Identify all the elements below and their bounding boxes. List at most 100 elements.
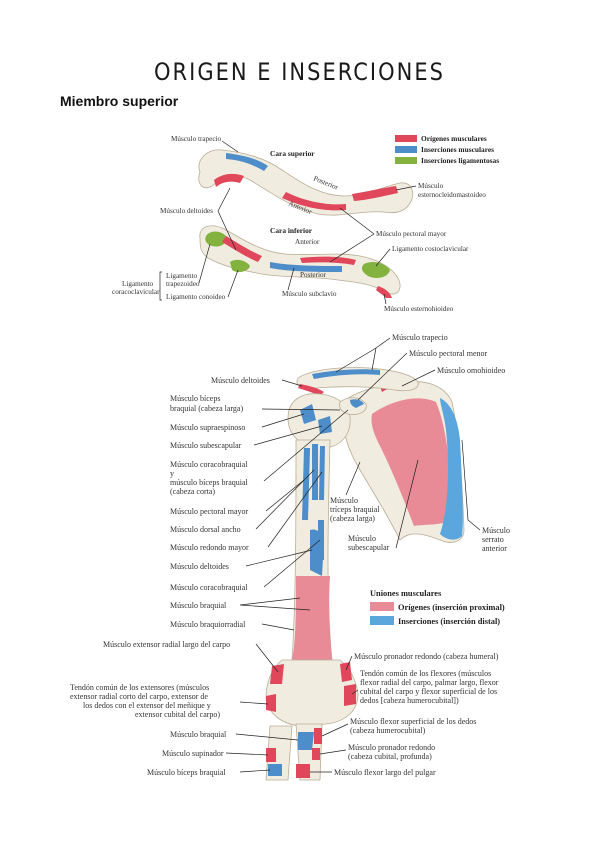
extensores-common-origin xyxy=(266,694,276,712)
clavicle-superior-view xyxy=(198,149,414,216)
label-deltoides-arm: Músculo deltoides xyxy=(170,562,229,571)
label-subescapular-right-2: subescapular xyxy=(348,543,390,552)
label-deltoides-clavicle: Músculo deltoides xyxy=(160,207,213,215)
arm-left-labels: Músculo deltoides Músculo bíceps braquia… xyxy=(70,376,349,777)
page-title: ORIGEN E INSERCIONES xyxy=(154,58,445,86)
anterior-bottom-label: Anterior xyxy=(295,238,320,246)
label-triceps-1: Músculo xyxy=(330,496,358,505)
label-subclavio: Músculo subclavio xyxy=(282,290,337,298)
cara-superior-label: Cara superior xyxy=(270,149,315,158)
arm-legend-title: Uniones musculares xyxy=(370,589,442,598)
label-braquial-bottom: Músculo braquial xyxy=(170,730,227,739)
trapecio-shoulder-insertion xyxy=(312,369,380,379)
dorsal-ancho-insertion xyxy=(312,444,318,500)
label-subescapular-right-1: Músculo xyxy=(348,534,376,543)
posterior-bottom-label: Posterior xyxy=(300,271,327,279)
pectoral-inferior-origin xyxy=(300,256,356,265)
label-biceps-braquial: Músculo bíceps braquial xyxy=(147,768,226,777)
label-coracobraquial-2: y xyxy=(170,469,174,478)
section-heading: Miembro superior xyxy=(60,93,179,109)
legend-swatch-ligaments xyxy=(395,157,417,164)
label-biceps-larga-2: braquial (cabeza larga) xyxy=(170,404,243,413)
label-redondo-mayor: Músculo redondo mayor xyxy=(170,543,249,552)
label-trapecio-clavicle: Músculo trapecio xyxy=(171,135,222,143)
arm-legend-origins: Orígenes (inserción proximal) xyxy=(398,603,505,612)
biceps-insertion xyxy=(268,764,282,776)
label-extensores-1: Tendón común de los extensores (músculos xyxy=(70,683,209,692)
label-coracobraquial-4: (cabeza corta) xyxy=(170,487,215,496)
arm-legend: Uniones musculares Orígenes (inserción p… xyxy=(370,589,505,626)
label-extensores-3: los dedos con el extensor del meñique y xyxy=(83,701,211,710)
extensor-radial-origin xyxy=(270,664,284,684)
serrato-insertion xyxy=(440,398,463,540)
supinador-origin xyxy=(266,748,276,762)
trapezoideo-ligament xyxy=(205,231,227,247)
label-subescapular-left: Músculo subescapular xyxy=(170,441,242,450)
legend-swatch-insertions xyxy=(395,146,417,153)
label-esternocleido-2: esternocleidomastoideo xyxy=(418,191,486,199)
supraespinoso-insertion xyxy=(300,404,316,424)
label-coracobraquial-1: Músculo coracobraquial xyxy=(170,460,248,469)
subclavio-insertion xyxy=(270,262,342,272)
deltoides-origin-clavicle xyxy=(214,173,244,187)
label-supraespinoso: Músculo supraespinoso xyxy=(170,423,245,432)
legend-swatch-origins xyxy=(395,135,417,142)
label-trapecio-arm: Músculo trapecio xyxy=(392,333,448,342)
label-extensores-4: extensor cubital del carpo) xyxy=(135,710,220,719)
label-flexor-pulgar: Músculo flexor largo del pulgar xyxy=(334,768,436,777)
label-extensor-radial: Músculo extensor radial largo del carpo xyxy=(103,640,230,649)
costoclavicular-ligament xyxy=(361,262,390,278)
coracobraquial-insertion xyxy=(318,520,324,560)
clavicle-legend: Orígenes musculares Inserciones muscular… xyxy=(395,134,499,165)
redondo-mayor-insertion xyxy=(319,446,325,500)
label-braquial-arm: Músculo braquial xyxy=(170,601,227,610)
flexores-common-origin xyxy=(344,684,356,706)
braquial-origin xyxy=(292,576,332,660)
subescapular-insertion xyxy=(318,416,332,434)
label-flexores-2: flexor radial del carpo, palmar largo, f… xyxy=(360,678,499,687)
pronador-humeral-origin xyxy=(340,662,352,682)
label-coracobraquial-3: músculo bíceps braquial xyxy=(170,478,249,487)
label-conoideo: Ligamento conoideo xyxy=(166,293,226,301)
arm-legend-swatch-origins xyxy=(370,602,394,611)
label-serrato-3: anterior xyxy=(482,544,507,553)
label-triceps-3: (cabeza larga) xyxy=(330,514,375,523)
label-serrato-2: serrato xyxy=(482,535,504,544)
label-flexor-sup-2: (cabeza humerocubital) xyxy=(350,726,426,735)
label-coracoclavicular-2: coracoclavicular xyxy=(112,288,160,296)
subescapular-origin xyxy=(371,398,451,526)
pectoral-menor-insertion xyxy=(350,399,364,408)
esternohioideo-origin xyxy=(376,286,392,298)
label-omohioideo: Músculo omohioideo xyxy=(437,366,505,375)
label-flexores-1: Tendón común de los flexores (músculos xyxy=(360,669,491,678)
label-flexores-3: cubital del carpo y flexor superficial d… xyxy=(360,687,497,696)
label-pectoral-mayor-arm: Músculo pectoral mayor xyxy=(170,507,249,516)
posterior-top-label: Posterior xyxy=(312,174,340,191)
legend-origins-label: Orígenes musculares xyxy=(421,134,487,143)
flexor-pulgar-origin xyxy=(296,764,310,778)
pectoral-mayor-insertion xyxy=(302,448,310,520)
deltoides-inferior-origin xyxy=(222,236,262,262)
label-serrato-1: Músculo xyxy=(482,526,510,535)
label-dorsal-ancho: Músculo dorsal ancho xyxy=(170,525,241,534)
label-flexor-sup-1: Músculo flexor superficial de los dedos xyxy=(350,717,476,726)
deltoides-shoulder-origin xyxy=(298,384,324,396)
flexor-superficial-origin xyxy=(314,728,322,744)
arm-legend-insertions: Inserciones (inserción distal) xyxy=(398,617,500,626)
label-extensores-2: extensor radial corto del carpo, extenso… xyxy=(70,692,208,701)
legend-insertions-label: Inserciones musculares xyxy=(421,145,494,154)
label-pronador-cubital-2: (cabeza cubital, profunda) xyxy=(348,752,432,761)
trapecio-insertion-clavicle xyxy=(226,153,268,171)
label-esternohioideo: Músculo esternohioideo xyxy=(384,305,454,313)
esternocleido-origin-clavicle xyxy=(352,186,398,201)
arm-right-labels: Músculo trapecio Músculo pectoral menor … xyxy=(310,333,510,777)
label-braquiorradial: Músculo braquiorradial xyxy=(170,620,246,629)
label-costoclavicular: Ligamento costoclavicular xyxy=(392,245,469,253)
pectoral-origin-clavicle xyxy=(282,192,346,211)
label-supinador: Músculo supinador xyxy=(162,749,224,758)
label-pectoral-clavicle: Músculo pectoral mayor xyxy=(376,230,447,238)
label-pectoral-menor: Músculo pectoral menor xyxy=(409,349,488,358)
clavicle-labels: Cara superior Posterior Anterior Cara in… xyxy=(112,135,486,313)
label-deltoides-top: Músculo deltoides xyxy=(211,376,270,385)
